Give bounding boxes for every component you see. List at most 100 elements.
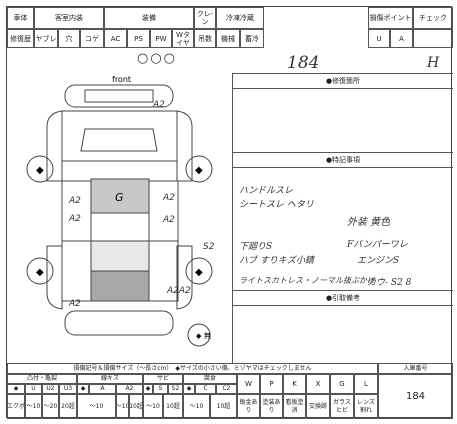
legend-group-dent: 凸付・亀裂 — [7, 374, 77, 384]
col-u: U — [368, 29, 390, 48]
note-line-3: 外装 黄色 — [347, 217, 391, 228]
header-group-crane: クレ-ン — [194, 7, 216, 29]
cabin-middle — [90, 212, 150, 242]
legend-size-8: 10超 — [163, 394, 183, 419]
note-line-6: ハブ すりキズ小錆 — [239, 256, 314, 266]
code-desc-p: 塗装あり — [260, 394, 283, 419]
legend-size-0: エクボ — [7, 394, 25, 419]
legend-size-5: ～10 — [116, 394, 129, 419]
roof-g-mark: G — [115, 191, 124, 204]
mark-a2a2-right: A2A2 — [166, 286, 191, 296]
header-group-check: チェック — [413, 7, 453, 29]
header-group-equipment: 装備 — [104, 7, 194, 29]
code-desc-w: 板金あり — [237, 394, 260, 419]
notes-panel — [232, 73, 453, 363]
code-desc-l: レンズ割れ — [354, 394, 378, 419]
mark-a2-rear-left: A2 — [68, 299, 81, 309]
col-check-blank — [413, 29, 453, 48]
inspection-sheet: 車体 客室内装 装備 クレ-ン 冷凍冷蔵 損傷ポイント チェック 修復歴 ヤブレ… — [6, 6, 453, 419]
handover-header: ●引取備考 — [233, 290, 453, 306]
code-p: P — [260, 374, 283, 394]
mark-a2-right-2: A2 — [162, 215, 175, 225]
header-group-ac: 冷凍冷蔵 — [216, 7, 264, 29]
legend-size-7: ～10 — [143, 394, 163, 419]
header-group-damage-point: 損傷ポイント — [368, 7, 413, 29]
col-chikurei: 蓄冷 — [240, 29, 264, 48]
col-pw: PW — [150, 29, 172, 48]
lot-number-handwritten: 184 — [287, 53, 320, 73]
code-k: K — [283, 374, 306, 394]
note-line-5: Fバンパーワレ — [347, 240, 408, 250]
legend-group-corrosion: 腐食 — [183, 374, 237, 384]
col-wtire: Wタイヤ — [172, 29, 194, 48]
mu-label: 無 — [204, 331, 211, 340]
rear-bumper-outline — [64, 310, 174, 336]
mark-a2-front: A2 — [152, 100, 165, 110]
code-desc-x: 交換跡 — [306, 394, 330, 419]
note-line-4: 下廻りS — [239, 242, 273, 252]
col-ana: 穴 — [58, 29, 80, 48]
spare-tire-circle — [187, 323, 211, 347]
code-l: L — [354, 374, 378, 394]
legend-sym-6: A2 — [116, 384, 143, 394]
col-ps: PS — [127, 29, 150, 48]
col-ac: AC — [104, 29, 127, 48]
note-line-7: エンジンS — [357, 256, 400, 266]
note-line-9: カウ- S2 8 — [367, 278, 412, 288]
legend-sym-2: U2 — [42, 384, 59, 394]
mark-a2-left-1: A2 — [68, 196, 81, 206]
code-w: W — [237, 374, 260, 394]
special-notes-header: ●特記事項 — [233, 152, 453, 168]
front-bumper-outline — [64, 84, 174, 108]
spare-diamond: ◆ — [196, 332, 202, 340]
legend-size-10: 10超 — [210, 394, 237, 419]
rl-wheel-diamond: ◆ — [36, 267, 44, 278]
front-right-wheel — [185, 155, 213, 183]
legend-sym-3: U3 — [59, 384, 77, 394]
repair-history-header: ●修復箇所 — [233, 74, 453, 89]
fl-wheel-diamond: ◆ — [36, 165, 44, 176]
legend-size-1: ～10 — [25, 394, 42, 419]
legend-sym-12: C2 — [216, 384, 237, 394]
code-g: G — [330, 374, 354, 394]
legend-group-rust: サビ — [143, 374, 183, 384]
col-koge: コゲ — [80, 29, 104, 48]
legend-sym-0: ◆ — [7, 384, 25, 394]
entry-label: 入庫番号 — [378, 363, 453, 374]
rear-left-fender — [46, 245, 63, 310]
legend-sym-7: ◆ — [143, 384, 153, 394]
legend-group-scratch: 線キズ — [77, 374, 143, 384]
grille-outline — [84, 89, 154, 103]
front-left-wheel — [26, 155, 54, 183]
windshield-outline — [80, 128, 158, 152]
legend-sym-5: A — [89, 384, 116, 394]
legend-sym-11: C — [195, 384, 216, 394]
code-x: X — [306, 374, 330, 394]
legend-size-6: 10超 — [129, 394, 143, 419]
mark-s2-right: S2 — [203, 242, 215, 252]
front-right-fender — [176, 110, 193, 182]
legend-sym-9: S2 — [168, 384, 183, 394]
code-desc-k: 看板塗消 — [283, 394, 306, 419]
note-line-8: ライトスカトレス・ノーマル抜ぶかけ — [239, 276, 375, 285]
hood-outline — [61, 110, 178, 162]
note-line-2: シートスレ ヘタリ — [239, 200, 314, 210]
rear-right-fender — [176, 245, 193, 310]
left-rear-door — [61, 240, 92, 302]
header-group-interior: 客室内装 — [34, 7, 104, 29]
legend-size-4: ～10 — [77, 394, 116, 419]
fr-wheel-diamond: ◆ — [195, 165, 203, 176]
code-desc-g: ガラスヒビ — [330, 394, 354, 419]
legend-sym-10: ◆ — [183, 384, 195, 394]
col-kikai: 機械 — [216, 29, 240, 48]
mark-a2-left-2: A2 — [68, 214, 81, 224]
col-tsuri: 吊数 — [194, 29, 216, 48]
col-yabure: ヤブレ — [34, 29, 58, 48]
col-a: A — [390, 29, 413, 48]
legend-sym-4: ◆ — [77, 384, 89, 394]
legend-sym-1: U — [25, 384, 42, 394]
legend-size-3: 20超 — [59, 394, 77, 419]
equipment-marks: ○○○ — [137, 51, 178, 66]
front-label: front — [112, 75, 131, 84]
note-line-1: ハンドルスレ — [239, 186, 294, 196]
